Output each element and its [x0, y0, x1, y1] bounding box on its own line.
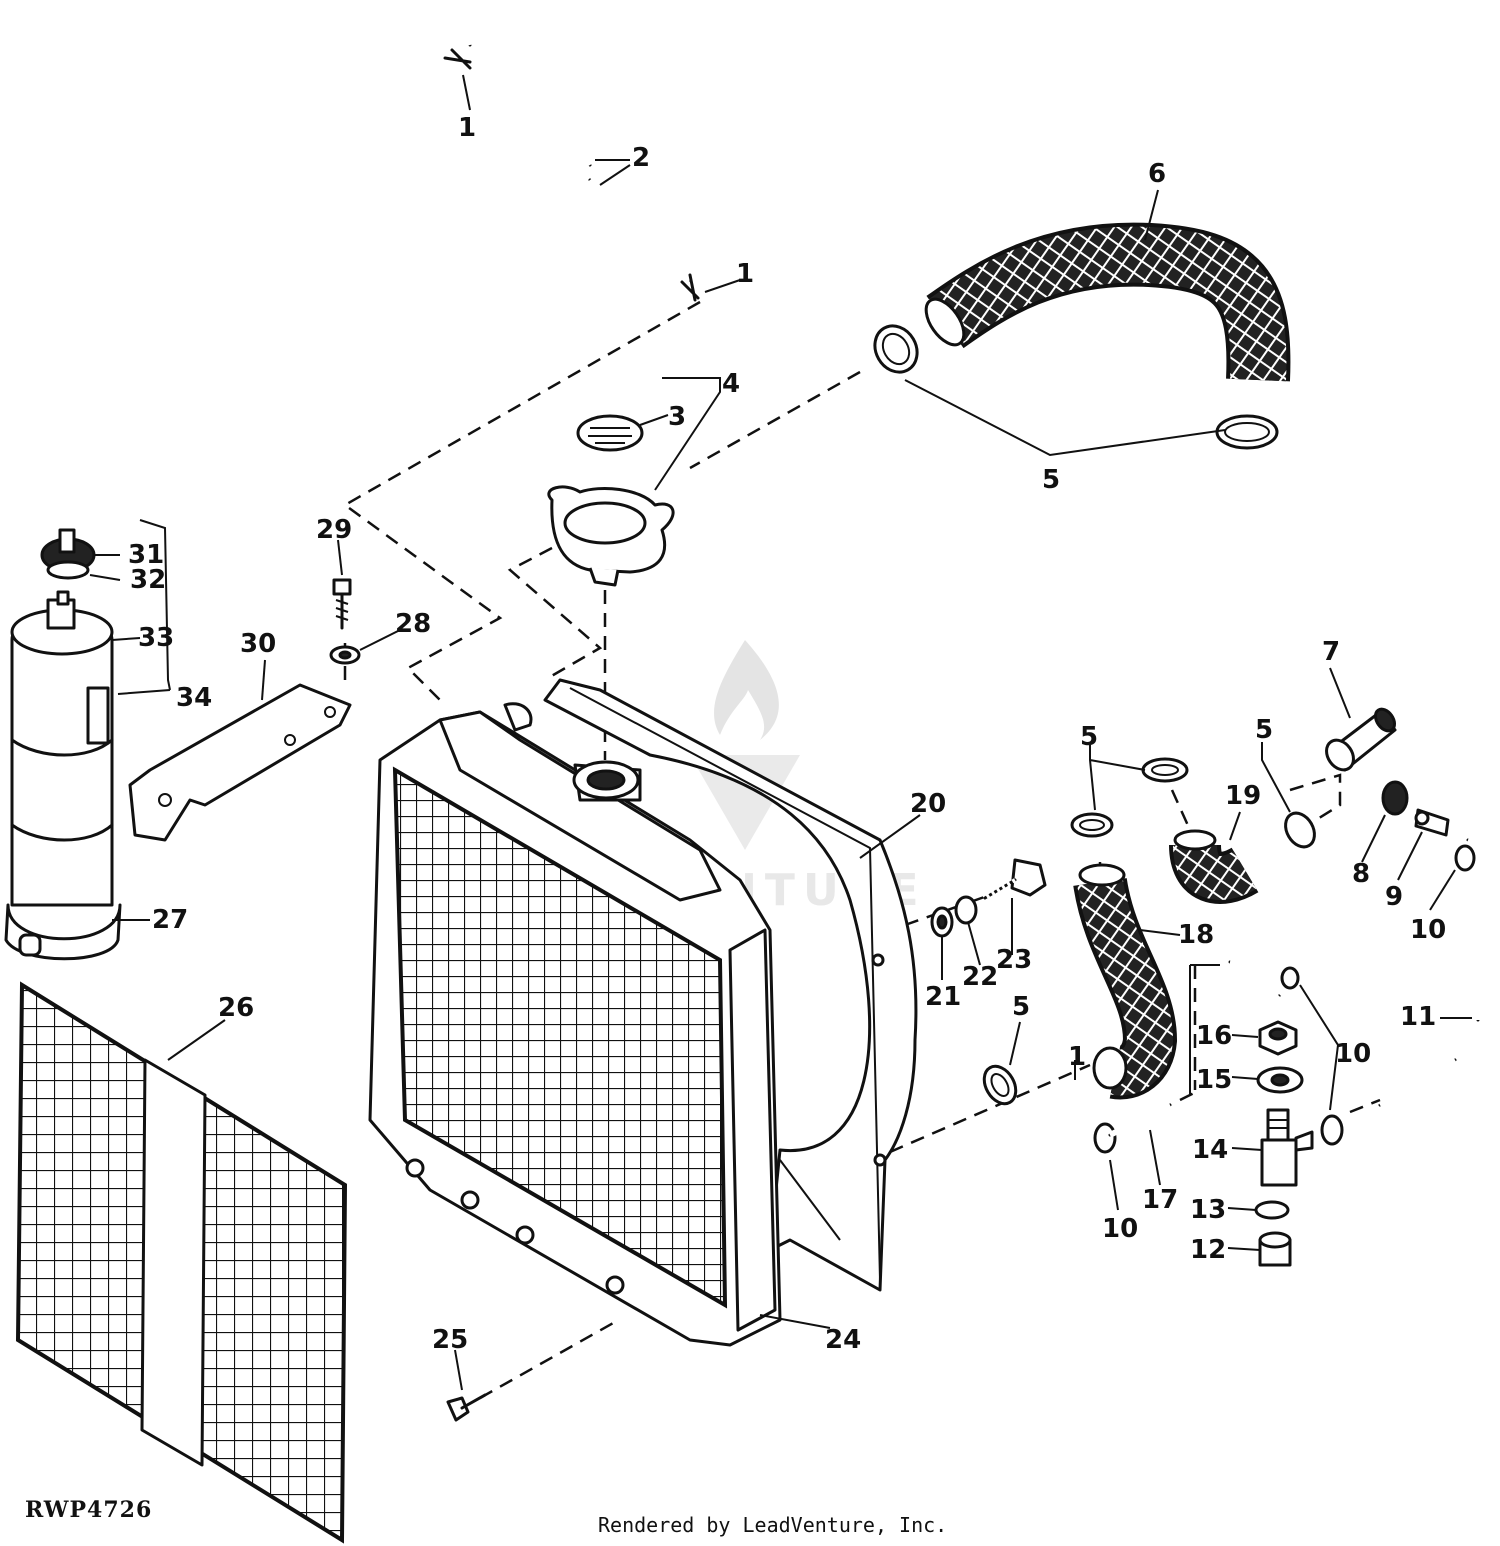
- reservoir-bracket: [128, 683, 352, 842]
- upper-hose-clamp-left: [873, 324, 919, 374]
- callout-32: 32: [130, 565, 166, 595]
- elbow-hose: [1169, 829, 1259, 904]
- upper-hose: [924, 222, 1291, 382]
- callout-5-upper: 5: [1042, 465, 1060, 495]
- callout-6: 6: [1148, 159, 1166, 189]
- callout-5-lower: 5: [1012, 992, 1030, 1022]
- callout-1-lower: 1: [1068, 1042, 1086, 1072]
- callout-18: 18: [1178, 920, 1214, 950]
- callout-10-top: 10: [1410, 915, 1446, 945]
- callout-25: 25: [432, 1325, 468, 1355]
- overflow-tube: [465, 4, 693, 283]
- drawing-code: RWP4726: [25, 1497, 152, 1523]
- lower-hose-clamp-c: [1284, 811, 1316, 849]
- shroud-washer: [930, 906, 954, 938]
- bracket-screw: [332, 578, 352, 630]
- radiator-cap: [547, 485, 675, 587]
- filler-screen: [576, 414, 644, 452]
- callout-5-left: 5: [1080, 722, 1098, 752]
- callout-22: 22: [962, 962, 998, 992]
- lower-hose-clamp-a: [1141, 757, 1189, 783]
- callout-20: 20: [910, 789, 946, 819]
- drain-clamp-top: [1454, 844, 1476, 872]
- grille-screen: [15, 981, 348, 1544]
- callout-29: 29: [316, 515, 352, 545]
- hose-fitting: [1325, 707, 1397, 772]
- callout-16: 16: [1196, 1021, 1232, 1051]
- callout-leaders: [89, 74, 1472, 1391]
- callout-14: 14: [1192, 1135, 1228, 1165]
- drain-plug: [1258, 1231, 1292, 1267]
- callout-28: 28: [395, 609, 431, 639]
- callout-13: 13: [1190, 1195, 1226, 1225]
- valve-o-ring: [1254, 1200, 1290, 1220]
- shroud-lock-washer: [954, 895, 978, 925]
- callout-34: 34: [176, 683, 212, 713]
- shroud-bolt: [983, 858, 1047, 900]
- fan-shroud: [543, 678, 918, 1292]
- callout-33: 33: [138, 623, 174, 653]
- callout-12: 12: [1190, 1235, 1226, 1265]
- callout-10-mid: 10: [1335, 1039, 1371, 1069]
- drain-washer: [1381, 780, 1409, 816]
- callout-10-bottom: 10: [1102, 1214, 1138, 1244]
- tube-clip-top: [443, 48, 472, 70]
- callout-15: 15: [1196, 1065, 1232, 1095]
- callout-4: 4: [722, 369, 740, 399]
- render-credit: Rendered by LeadVenture, Inc.: [598, 1513, 947, 1537]
- callout-5-right: 5: [1255, 715, 1273, 745]
- valve-washer: [1256, 1066, 1304, 1094]
- callout-2: 2: [632, 143, 650, 173]
- lower-hose: [1073, 863, 1178, 1100]
- callout-27: 27: [152, 905, 188, 935]
- callout-23: 23: [996, 945, 1032, 975]
- lower-hose-clamp-d: [982, 1064, 1018, 1106]
- callout-8: 8: [1352, 859, 1370, 889]
- valve-nut: [1258, 1020, 1298, 1056]
- callout-labels: 1 1 1 2 3 4 5 5 5 5 6 7 8 9 10 10 10 11 …: [128, 113, 1446, 1355]
- upper-hose-clamp-right: [1215, 414, 1279, 450]
- callout-11: 11: [1400, 1002, 1436, 1032]
- lower-hose-clamp-b: [1070, 812, 1114, 838]
- callout-17: 17: [1142, 1185, 1178, 1215]
- elbow-fitting: [1228, 959, 1300, 997]
- callout-21: 21: [925, 982, 961, 1012]
- callout-19: 19: [1225, 781, 1261, 811]
- callout-9: 9: [1385, 882, 1403, 912]
- callout-1-mid: 1: [736, 259, 754, 289]
- radiator-bolt: [446, 1393, 487, 1422]
- callout-7: 7: [1322, 637, 1340, 667]
- callout-1-top: 1: [458, 113, 476, 143]
- tube-clip-bottom: [680, 273, 700, 302]
- drain-pipe: [1108, 1102, 1172, 1138]
- callout-30: 30: [240, 629, 276, 659]
- bracket-washer: [329, 645, 361, 665]
- radiator-core: [368, 702, 782, 1347]
- callout-24: 24: [825, 1325, 861, 1355]
- drain-valve: [1260, 1108, 1314, 1187]
- callout-3: 3: [668, 402, 686, 432]
- drain-clamp-right: [1320, 1114, 1344, 1146]
- callout-31: 31: [128, 540, 164, 570]
- reservoir-cap: [40, 528, 96, 580]
- drain-fitting: [1414, 808, 1450, 837]
- callout-26: 26: [218, 993, 254, 1023]
- drain-tube: [1378, 838, 1485, 1107]
- coolant-reservoir: [4, 590, 122, 961]
- drain-clamp-left: [1093, 1122, 1117, 1154]
